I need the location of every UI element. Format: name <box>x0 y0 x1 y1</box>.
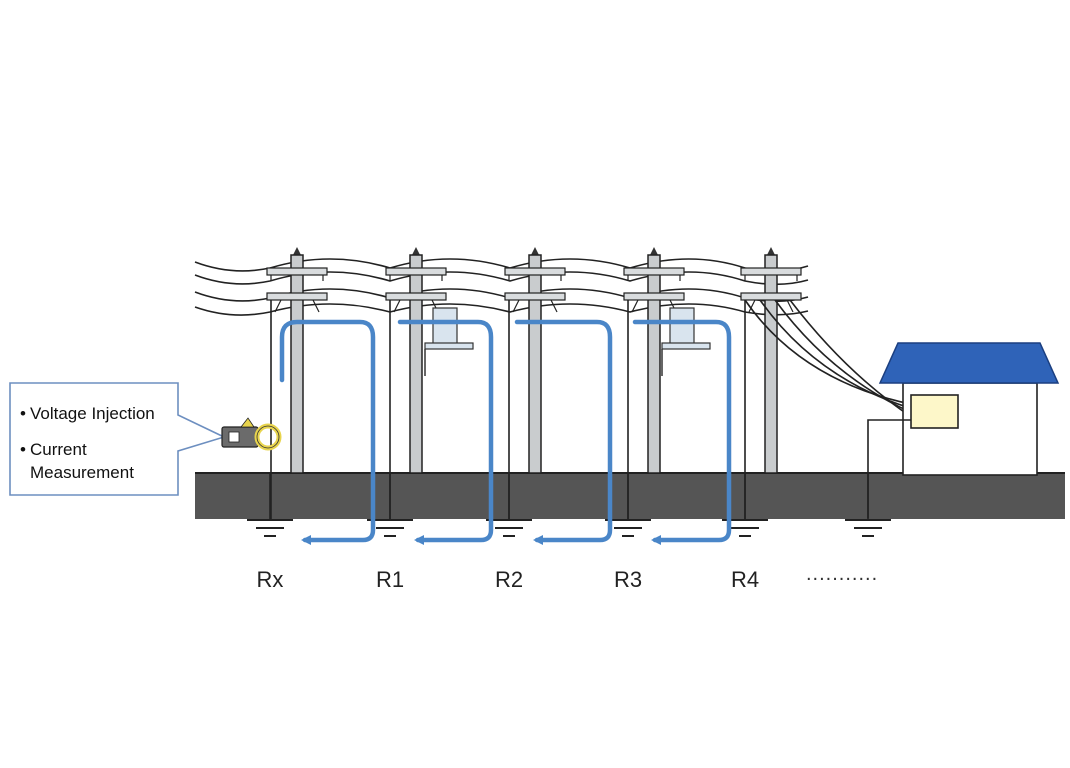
ground-symbol-icon <box>486 473 532 537</box>
ground-symbol-icon <box>845 473 891 537</box>
callout-box: • Voltage Injection • Current Measuremen… <box>9 382 227 496</box>
ground-label-r1: R1 <box>376 567 404 592</box>
ground-label-rx: Rx <box>257 567 284 592</box>
utility-pole-icon <box>504 247 566 520</box>
callout-bullet-2: • <box>20 440 26 459</box>
ground-symbol-icon <box>605 473 651 537</box>
continuation-dots: ........... <box>806 563 878 585</box>
current-path-r2 <box>514 319 613 545</box>
ground-label-r3: R3 <box>614 567 642 592</box>
current-paths <box>279 319 732 545</box>
ground-labels: Rx R1 R2 R3 R4 ........... <box>257 563 878 592</box>
utility-pole-icon <box>623 247 685 520</box>
utility-poles <box>266 247 802 520</box>
callout-bullet-1: • <box>20 404 26 423</box>
current-path-r1 <box>397 319 494 545</box>
clamp-meter-icon <box>221 417 282 451</box>
ground-strip <box>195 473 1065 519</box>
house-icon <box>867 342 1060 518</box>
callout-item-current: Current <box>30 440 87 459</box>
pole-transformers <box>424 307 711 376</box>
ground-symbol-icon <box>247 473 293 537</box>
utility-pole-icon <box>266 247 328 520</box>
meter-box-icon <box>910 394 959 429</box>
ground-symbols <box>247 473 891 537</box>
current-path-rx <box>279 319 376 545</box>
transformer-1 <box>424 307 474 376</box>
ground-label-r2: R2 <box>495 567 523 592</box>
callout-item-measurement: Measurement <box>30 463 134 482</box>
utility-pole-icon <box>740 247 802 520</box>
callout-item-voltage-injection: Voltage Injection <box>30 404 155 423</box>
ground-label-r4: R4 <box>731 567 759 592</box>
service-drop-wires <box>744 299 911 417</box>
current-path-r3 <box>632 319 732 545</box>
transformer-2 <box>661 307 711 376</box>
